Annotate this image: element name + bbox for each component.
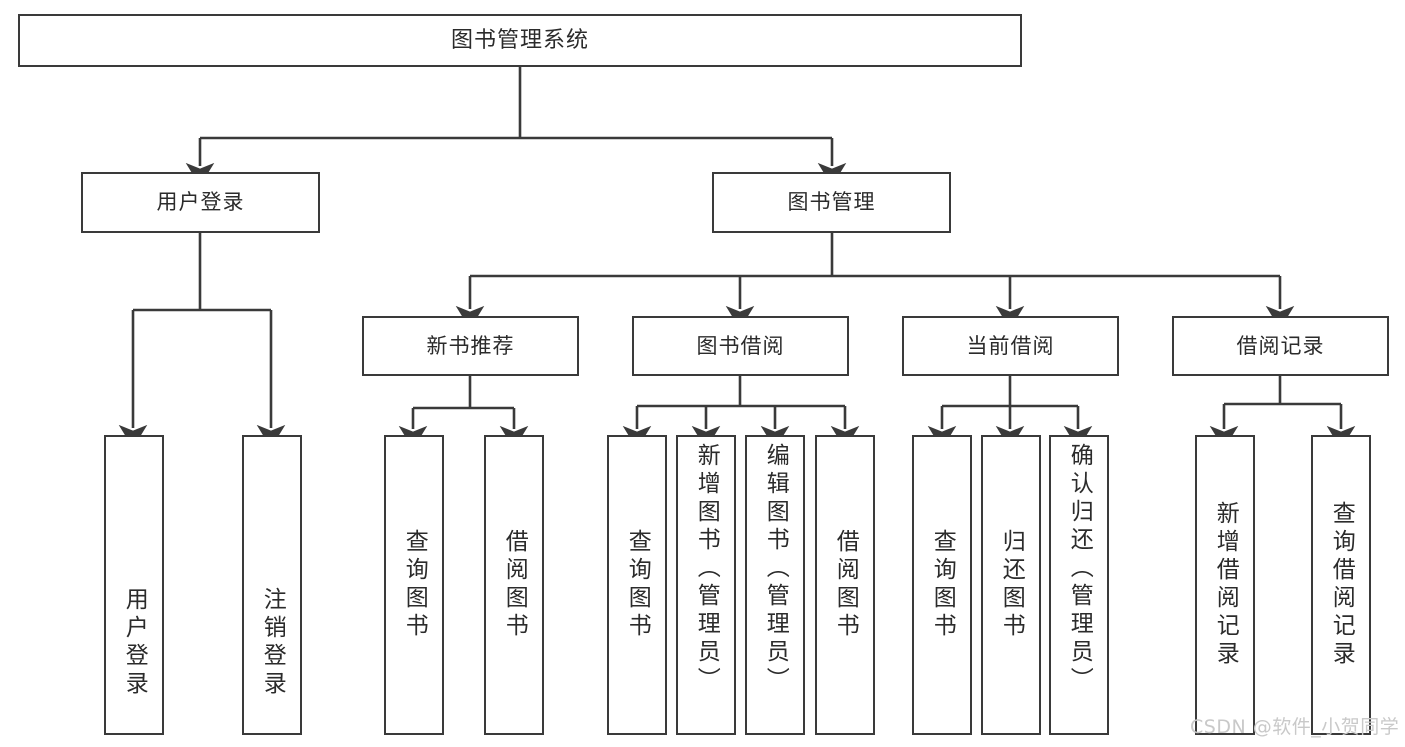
- node-label: 借阅图书: [832, 529, 859, 641]
- node-borrowing-records[interactable]: 借阅记录: [1172, 316, 1389, 376]
- node-label: 用户登录: [156, 190, 245, 215]
- node-label: 注销登录: [259, 587, 286, 699]
- leaf-current-borrow-return-book[interactable]: 归还图书: [981, 435, 1041, 735]
- node-book-management[interactable]: 图书管理: [712, 172, 951, 233]
- node-current-borrowing[interactable]: 当前借阅: [902, 316, 1119, 376]
- leaf-book-borrow-query-book[interactable]: 查询图书: [607, 435, 667, 735]
- node-label: 图书借阅: [696, 333, 785, 358]
- node-label: 当前借阅: [966, 333, 1055, 358]
- leaf-current-borrow-query-book[interactable]: 查询图书: [912, 435, 972, 735]
- node-label: 借阅图书: [501, 529, 528, 641]
- node-label: 借阅记录: [1236, 333, 1325, 358]
- node-label: 查询借阅记录: [1328, 501, 1355, 669]
- node-label: 确认归还（管理员）: [1066, 443, 1093, 695]
- node-label: 查询图书: [401, 529, 428, 641]
- node-new-book-recommendation[interactable]: 新书推荐: [362, 316, 579, 376]
- leaf-user-login-logout[interactable]: 注销登录: [242, 435, 302, 735]
- leaf-book-borrow-borrow-book[interactable]: 借阅图书: [815, 435, 875, 735]
- leaf-current-borrow-confirm-return-admin[interactable]: 确认归还（管理员）: [1049, 435, 1109, 735]
- leaf-book-borrow-edit-book-admin[interactable]: 编辑图书（管理员）: [745, 435, 805, 735]
- leaf-new-book-borrow-book[interactable]: 借阅图书: [484, 435, 544, 735]
- node-label: 编辑图书（管理员）: [762, 443, 789, 695]
- leaf-book-borrow-add-book-admin[interactable]: 新增图书（管理员）: [676, 435, 736, 735]
- csdn-watermark: CSDN @软件_小贺同学: [1190, 716, 1400, 738]
- node-label: 查询图书: [929, 529, 956, 641]
- leaf-user-login-login[interactable]: 用户登录: [104, 435, 164, 735]
- node-book-borrowing[interactable]: 图书借阅: [632, 316, 849, 376]
- node-label: 图书管理: [787, 190, 876, 215]
- node-label: 查询图书: [624, 529, 651, 641]
- node-label: 用户登录: [121, 587, 148, 699]
- node-label: 新增图书（管理员）: [693, 443, 720, 695]
- node-label: 新书推荐: [426, 333, 515, 358]
- node-user-login[interactable]: 用户登录: [81, 172, 320, 233]
- node-label: 归还图书: [998, 529, 1025, 641]
- leaf-new-book-query-book[interactable]: 查询图书: [384, 435, 444, 735]
- node-root-book-management-system[interactable]: 图书管理系统: [18, 14, 1022, 67]
- node-label: 新增借阅记录: [1212, 501, 1239, 669]
- node-label: 图书管理系统: [450, 27, 589, 53]
- leaf-record-query-borrow-record[interactable]: 查询借阅记录: [1311, 435, 1371, 735]
- leaf-record-add-borrow-record[interactable]: 新增借阅记录: [1195, 435, 1255, 735]
